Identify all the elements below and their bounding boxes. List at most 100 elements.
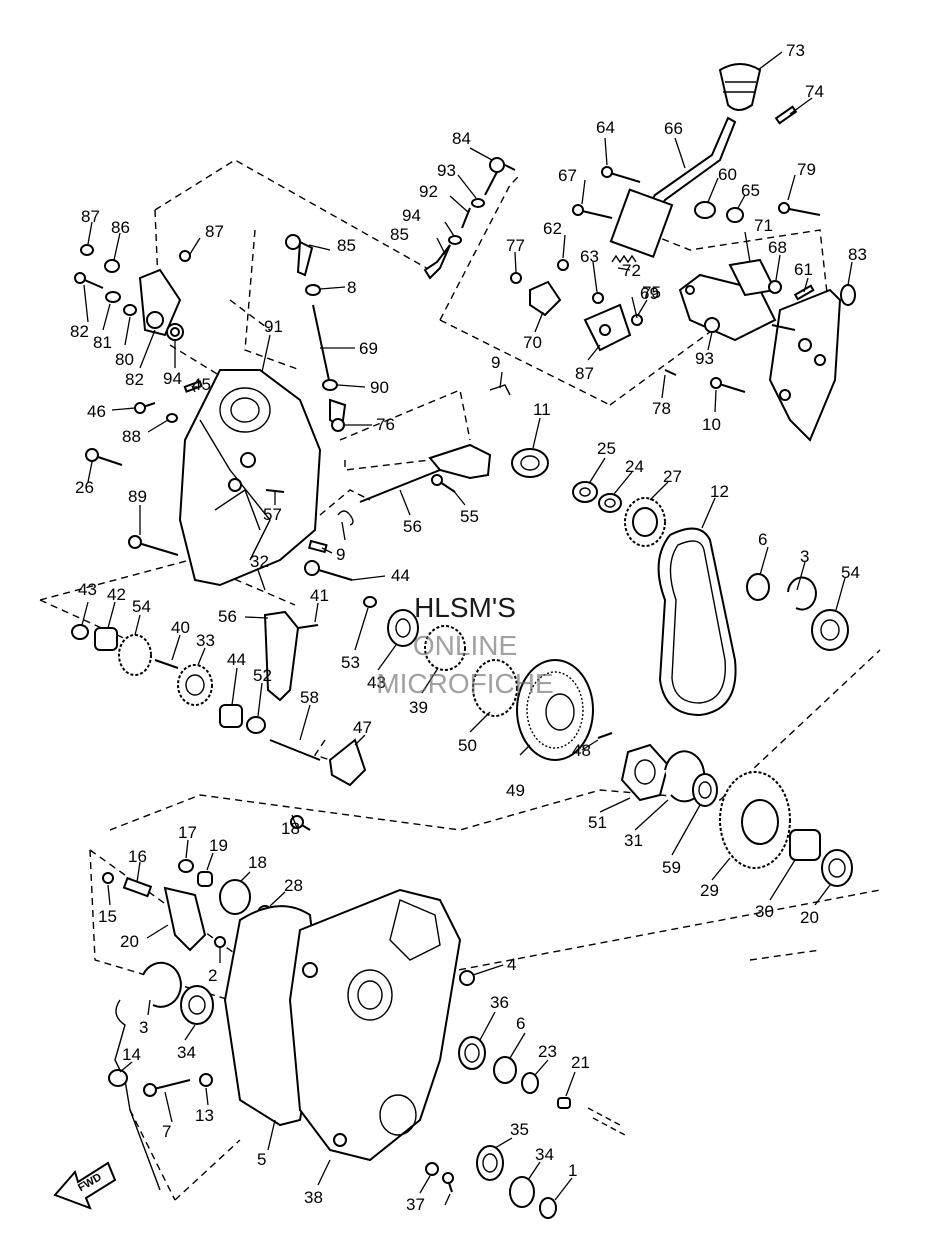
callout: 86	[111, 218, 130, 237]
callout: 60	[718, 165, 737, 184]
callout: 76	[376, 415, 395, 434]
pivot-shaft	[840, 284, 856, 306]
callout: 50	[458, 736, 477, 755]
callout: 85	[390, 225, 409, 244]
callout: 49	[506, 781, 525, 800]
ball-joint	[489, 157, 505, 173]
callout: 55	[460, 507, 479, 526]
callout: 69	[359, 339, 378, 358]
callout: 43	[78, 580, 97, 599]
callout: 65	[741, 181, 760, 200]
cover-housing	[178, 369, 322, 587]
callout: 20	[800, 908, 819, 927]
callout: 62	[543, 219, 562, 238]
callout: 4	[507, 955, 516, 974]
callout: 20	[120, 932, 139, 951]
callout: 6	[758, 530, 767, 549]
callout: 78	[652, 399, 671, 418]
callout: 59	[662, 858, 681, 877]
callout: 87	[81, 207, 100, 226]
callout: 83	[848, 245, 867, 264]
cotter-pin	[489, 384, 511, 396]
callout: 18	[248, 853, 267, 872]
right-gear-group	[620, 743, 853, 887]
callout: 3	[800, 547, 809, 566]
callout: 51	[588, 813, 607, 832]
callout: 94	[402, 206, 421, 225]
callout: 69	[640, 284, 659, 303]
callout: 9	[336, 545, 345, 564]
callout: 56	[218, 607, 237, 626]
callout: 85	[337, 236, 356, 255]
callout: 18	[281, 819, 300, 838]
callout: 9	[491, 353, 500, 372]
callout: 35	[510, 1120, 529, 1139]
callout: 26	[75, 478, 94, 497]
callout: 88	[122, 427, 141, 446]
right-bearing-group	[746, 573, 849, 651]
callout: 14	[122, 1045, 141, 1064]
callout: 7	[162, 1122, 171, 1141]
lever-bracket	[609, 188, 674, 259]
transmission-case	[223, 888, 475, 1162]
watermark-line-3: MICROFICHE	[376, 668, 553, 699]
callout: 32	[250, 552, 269, 571]
callout: 27	[663, 467, 682, 486]
lower-right-seals	[425, 1036, 626, 1219]
callout: 54	[841, 563, 860, 582]
callout: 48	[572, 741, 591, 760]
shift-lever-assembly	[510, 63, 856, 442]
callout: 70	[523, 333, 542, 352]
callout: 40	[171, 618, 190, 637]
callout: 93	[695, 349, 714, 368]
callout: 90	[370, 378, 389, 397]
callout: 24	[625, 457, 644, 476]
watermark-line-2: ONLINE	[413, 630, 517, 661]
part-callouts: 73 74 64 66 84 93 92 94 85 67 60 65 79 8…	[70, 41, 867, 1214]
callout: 93	[437, 161, 456, 180]
callout: 33	[196, 631, 215, 650]
shift-shaft	[337, 443, 492, 526]
sprocket-group	[572, 481, 666, 547]
callout: 47	[353, 718, 372, 737]
callout: 63	[580, 247, 599, 266]
callout: 23	[538, 1042, 557, 1061]
callout: 91	[264, 317, 283, 336]
callout: 31	[624, 831, 643, 850]
cable-holder	[529, 280, 562, 317]
leader-lines	[81, 51, 853, 1206]
callout: 43	[367, 673, 386, 692]
case-housing	[288, 888, 462, 1162]
shift-bracket	[768, 288, 842, 442]
circlip	[337, 510, 354, 526]
callout: 84	[452, 129, 471, 148]
spring	[611, 254, 637, 264]
callout: 87	[205, 222, 224, 241]
callout: 57	[263, 505, 282, 524]
transmission-cover	[85, 369, 328, 587]
callout: 64	[596, 118, 615, 137]
callout: 54	[132, 597, 151, 616]
center-drive-group	[304, 560, 613, 761]
watermark-line-1: HLSM'S	[414, 592, 516, 623]
callout: 44	[391, 566, 410, 585]
callout: 66	[664, 119, 683, 138]
stopper-plate	[328, 738, 367, 787]
callout: 6	[516, 1014, 525, 1033]
fwd-arrow: FWD	[53, 1161, 117, 1210]
callout: 39	[409, 698, 428, 717]
callout: 34	[535, 1145, 554, 1164]
callout: 28	[284, 876, 303, 895]
shift-knob	[718, 63, 762, 111]
callout: 1	[568, 1161, 577, 1180]
bearing	[511, 448, 549, 478]
callout: 45	[192, 375, 211, 394]
shift-fork	[263, 610, 300, 702]
callout: 21	[571, 1053, 590, 1072]
callout: 77	[506, 236, 525, 255]
callout: 92	[419, 182, 438, 201]
callout: 89	[128, 487, 147, 506]
callout: 2	[208, 966, 217, 985]
callout: 58	[300, 688, 319, 707]
callout: 79	[797, 160, 816, 179]
